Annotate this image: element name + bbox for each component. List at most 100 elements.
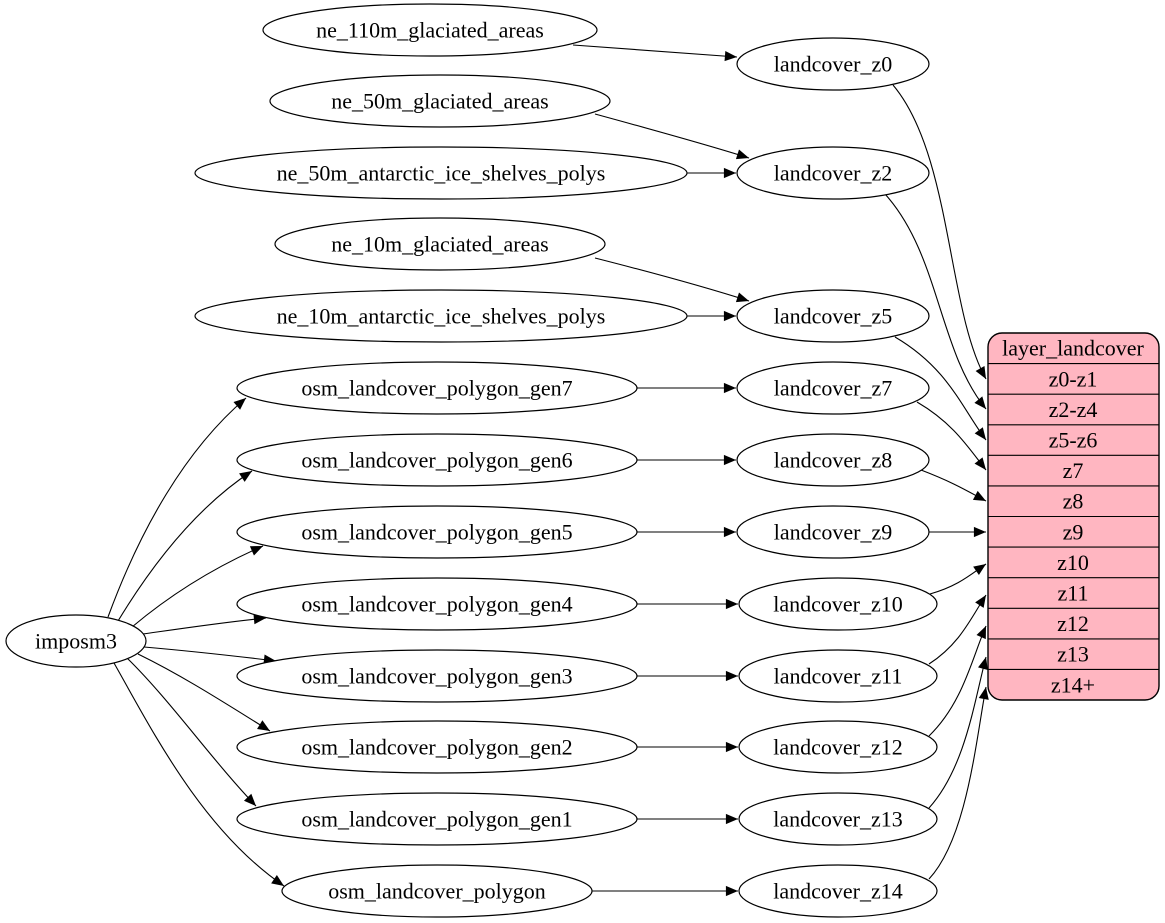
node-shape [194, 146, 688, 200]
record-row-z14plus: z14+ [1051, 672, 1095, 697]
node-shape [236, 505, 638, 559]
node-shape [262, 3, 598, 57]
node-ne-110m-glaciated-areas: ne_110m_glaciated_areas [262, 3, 598, 57]
node-label: ne_50m_antarctic_ice_shelves_polys [277, 161, 606, 186]
node-osm-landcover-polygon-gen6: osm_landcover_polygon_gen6 [236, 433, 638, 487]
node-label: landcover_z13 [773, 807, 903, 832]
record-row-z13: z13 [1057, 642, 1089, 667]
node-shape [736, 289, 930, 343]
node-label: osm_landcover_polygon_gen1 [301, 807, 572, 832]
edge-z0-to-row-z0-z1 [892, 84, 987, 380]
node-osm-landcover-polygon-gen7: osm_landcover_polygon_gen7 [236, 361, 638, 415]
edge-ne110m-to-z0 [572, 44, 738, 62]
node-shape [236, 577, 638, 631]
node-landcover-z10: landcover_z10 [738, 577, 938, 631]
edge-z8-to-row-z8 [920, 469, 987, 502]
node-label: osm_landcover_polygon_gen2 [301, 735, 572, 760]
node-shape [274, 217, 606, 271]
node-shape [736, 37, 930, 91]
record-row-z9: z9 [1063, 519, 1084, 544]
node-osm-landcover-polygon-gen1: osm_landcover_polygon_gen1 [236, 792, 638, 846]
node-shape [738, 864, 938, 918]
record-row-z5-z6: z5-z6 [1049, 428, 1098, 453]
node-label: landcover_z5 [774, 304, 893, 329]
record-row-z7: z7 [1063, 458, 1084, 483]
node-shape [738, 577, 938, 631]
node-label: osm_landcover_polygon [328, 879, 546, 904]
edge-z7-to-row-z7 [916, 401, 987, 471]
edge-z2-to-row-z2-z4 [884, 193, 987, 410]
node-label: ne_10m_antarctic_ice_shelves_polys [277, 304, 606, 329]
node-shape [736, 505, 930, 559]
node-landcover-z8: landcover_z8 [736, 433, 930, 487]
node-osm-landcover-polygon-gen3: osm_landcover_polygon_gen3 [236, 649, 638, 703]
node-shape [5, 614, 147, 668]
edge-imposm3-to-gen1 [126, 657, 257, 807]
node-label: imposm3 [35, 629, 117, 654]
edge-z13-to-row-z13 [928, 656, 988, 809]
record-row-z0-z1: z0-z1 [1049, 367, 1098, 392]
node-ne-10m-antarctic-ice-shelves-polys: ne_10m_antarctic_ice_shelves_polys [194, 289, 688, 343]
node-landcover-z2: landcover_z2 [736, 146, 930, 200]
node-shape [736, 361, 930, 415]
node-landcover-z12: landcover_z12 [738, 720, 938, 774]
edge-z5-to-row-z5-z6 [894, 336, 987, 441]
node-label: ne_10m_glaciated_areas [331, 232, 548, 257]
edge-z12-to-row-z12 [928, 625, 987, 737]
node-landcover-z7: landcover_z7 [736, 361, 930, 415]
node-shape [236, 361, 638, 415]
node-label: landcover_z10 [773, 592, 903, 617]
edge-ne50m-glaciated-to-z2 [594, 113, 750, 160]
node-landcover-z14: landcover_z14 [738, 864, 938, 918]
edge-imposm3-to-gen6 [117, 470, 253, 622]
node-osm-landcover-polygon: osm_landcover_polygon [281, 864, 593, 918]
node-landcover-z13: landcover_z13 [738, 792, 938, 846]
edge-z14-to-row-z14plus [928, 686, 989, 880]
edge-layer [107, 44, 989, 897]
node-label: landcover_z12 [773, 735, 903, 760]
edge-imposm3-to-polygon [113, 662, 285, 887]
node-label: osm_landcover_polygon_gen5 [301, 520, 572, 545]
edge-imposm3-to-gen3 [143, 646, 277, 665]
node-shape [736, 433, 930, 487]
node-label: osm_landcover_polygon_gen3 [301, 664, 572, 689]
edge-imposm3-to-gen2 [137, 653, 271, 732]
record-row-z11: z11 [1058, 581, 1089, 606]
node-label: osm_landcover_polygon_gen7 [301, 376, 572, 401]
node-ne-10m-glaciated-areas: ne_10m_glaciated_areas [274, 217, 606, 271]
node-shape [194, 289, 688, 343]
edge-z11-to-row-z11 [928, 594, 987, 665]
node-label: landcover_z9 [774, 520, 893, 545]
node-landcover-z11: landcover_z11 [738, 649, 938, 703]
node-osm-landcover-polygon-gen2: osm_landcover_polygon_gen2 [236, 720, 638, 774]
node-label: landcover_z14 [773, 879, 903, 904]
node-label: landcover_z0 [774, 52, 893, 77]
record-row-z10: z10 [1057, 550, 1089, 575]
edge-imposm3-to-gen5 [131, 545, 264, 628]
node-landcover-z9: landcover_z9 [736, 505, 930, 559]
node-label: osm_landcover_polygon_gen6 [301, 448, 572, 473]
node-layer-landcover: layer_landcover z0-z1 z2-z4 z5-z6 z7 z8 … [987, 332, 1160, 701]
node-shape [236, 720, 638, 774]
node-shape [236, 792, 638, 846]
record-title: layer_landcover [1002, 336, 1144, 361]
node-label: ne_50m_glaciated_areas [331, 89, 548, 114]
edge-imposm3-to-gen7 [107, 397, 247, 618]
node-label: landcover_z2 [774, 161, 893, 186]
node-imposm3: imposm3 [5, 614, 147, 668]
edge-z10-to-row-z10 [929, 563, 987, 595]
node-label: landcover_z7 [774, 376, 893, 401]
node-shape [738, 649, 938, 703]
node-label: landcover_z8 [774, 448, 893, 473]
record-row-z2-z4: z2-z4 [1049, 397, 1098, 422]
node-shape [738, 792, 938, 846]
node-label: osm_landcover_polygon_gen4 [301, 592, 572, 617]
node-osm-landcover-polygon-gen4: osm_landcover_polygon_gen4 [236, 577, 638, 631]
node-label: ne_110m_glaciated_areas [316, 18, 544, 43]
node-shape [236, 649, 638, 703]
node-ne-50m-glaciated-areas: ne_50m_glaciated_areas [269, 74, 611, 128]
node-shape [736, 146, 930, 200]
edge-ne10m-glaciated-to-z5 [594, 257, 750, 303]
node-landcover-z5: landcover_z5 [736, 289, 930, 343]
